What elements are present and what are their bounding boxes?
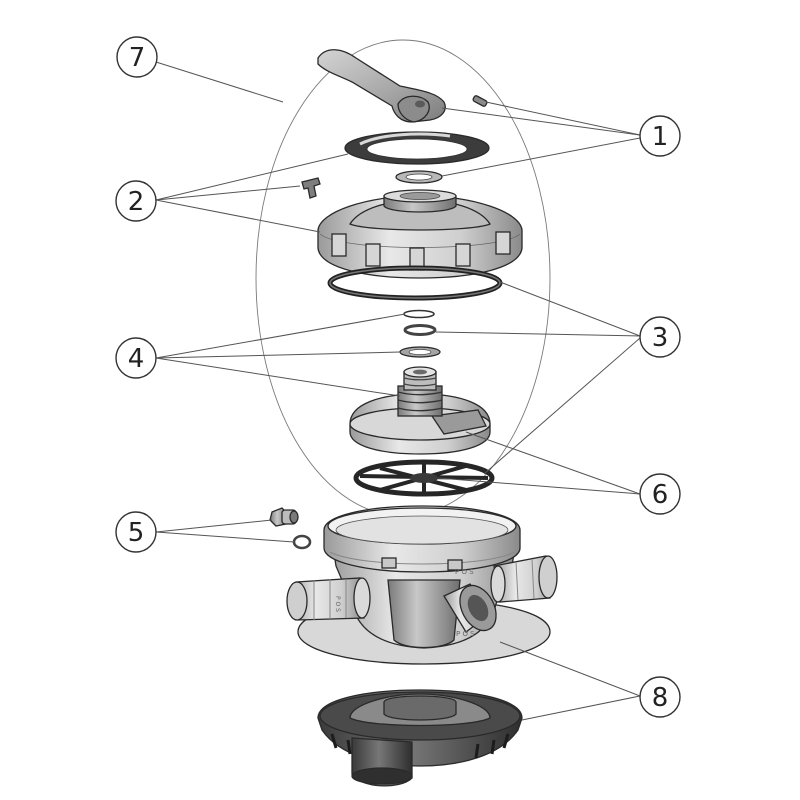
leader-4b <box>155 351 401 359</box>
rotor-part <box>349 366 491 455</box>
valve-body-part: P O S P O S P O S <box>286 505 558 665</box>
callout-1-label: 1 <box>652 122 669 152</box>
small-washer-top-part <box>395 170 443 184</box>
leader-3c <box>483 337 641 475</box>
handle-part <box>317 49 446 123</box>
large-o-ring-part <box>327 265 503 301</box>
small-o-ring-upper-part <box>403 309 435 319</box>
leader-4c <box>155 357 401 397</box>
leader-4a <box>155 313 406 359</box>
body-right-mark: P O S <box>456 630 475 638</box>
callout-4: 4 <box>115 337 157 379</box>
drain-plug-part <box>269 507 299 527</box>
body-front-mark: P O S <box>455 568 474 576</box>
callout-7-label: 7 <box>129 43 146 73</box>
leader-2b <box>155 185 301 201</box>
leader-5b <box>155 531 295 543</box>
callout-6-label: 6 <box>652 480 669 510</box>
body-left-mark: P O S <box>334 596 341 612</box>
leader-3a <box>499 281 641 337</box>
drain-plug-o-ring-part <box>292 534 312 550</box>
star-gasket-part <box>353 459 495 497</box>
callout-5-label: 5 <box>128 518 145 548</box>
leader-6a <box>465 431 641 495</box>
leader-1b <box>485 101 641 136</box>
leader-8a <box>499 641 641 697</box>
callout-8: 8 <box>639 676 681 718</box>
leader-8b <box>521 695 641 721</box>
callout-8-label: 8 <box>652 683 669 713</box>
leader-2c <box>155 199 321 233</box>
leader-lines <box>155 61 641 721</box>
flat-gasket-part <box>344 131 490 165</box>
callout-1: 1 <box>639 115 681 157</box>
leader-7 <box>155 61 284 103</box>
small-clip-part <box>301 177 321 199</box>
callout-3: 3 <box>639 316 681 358</box>
washer-mid-part <box>399 346 441 358</box>
o-ring-mid-part <box>403 324 437 336</box>
valve-cover-part <box>317 189 523 279</box>
leader-6b <box>437 477 641 495</box>
leader-3b <box>435 331 641 337</box>
callout-2-label: 2 <box>128 187 145 217</box>
diffuser-part <box>317 689 523 787</box>
leader-2a <box>155 153 349 201</box>
leader-5a <box>155 519 273 533</box>
leader-1a <box>441 107 641 136</box>
right-port <box>490 555 558 603</box>
front-port <box>443 583 497 633</box>
handle-pin-part <box>472 95 488 107</box>
callout-3-label: 3 <box>652 323 669 353</box>
leader-1c <box>441 137 641 177</box>
left-port <box>286 577 371 621</box>
callout-4-label: 4 <box>128 344 145 374</box>
callout-5: 5 <box>115 511 157 553</box>
callout-2: 2 <box>115 180 157 222</box>
callout-7: 7 <box>116 36 158 78</box>
callout-6: 6 <box>639 473 681 515</box>
